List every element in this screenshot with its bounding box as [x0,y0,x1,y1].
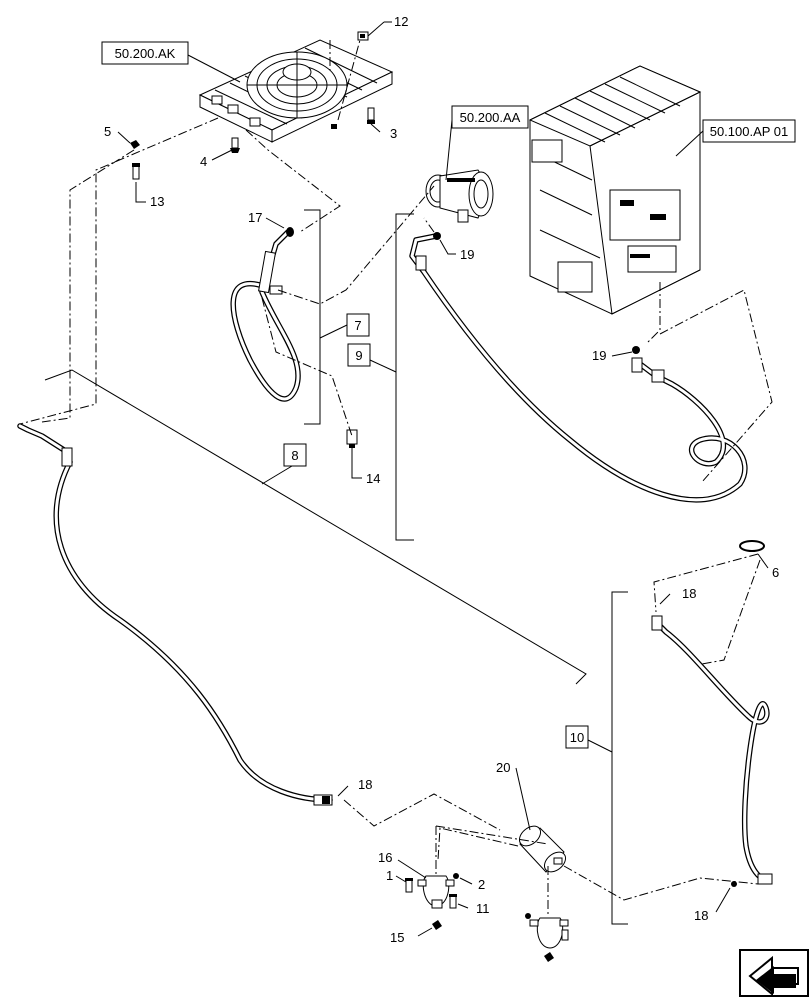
ref-box-condenser[interactable]: 50.200.AK [101,41,189,65]
callout-9: 9 [355,348,362,363]
callout-5[interactable]: 5 [104,124,111,139]
bolt-11 [449,894,457,909]
callout-16[interactable]: 16 [378,850,392,865]
hvac-unit[interactable] [528,65,702,315]
hose-10[interactable] [651,615,773,885]
hose-9[interactable] [409,233,748,503]
ref-box-compressor[interactable]: 50.200.AA [451,105,529,129]
ref-label-condenser: 50.200.AK [115,46,176,61]
bolt-13 [132,163,140,180]
compressor[interactable] [425,169,494,223]
next-page-arrow-icon[interactable] [739,949,809,997]
clip-12 [357,31,369,41]
o-ring-17 [286,227,294,237]
callout-15[interactable]: 15 [390,930,404,945]
fan-icon [246,51,348,119]
fastener [331,124,337,129]
o-ring-19-top [433,232,441,240]
callout-12[interactable]: 12 [394,14,408,29]
callout-3[interactable]: 3 [390,126,397,141]
callout-1[interactable]: 1 [386,868,393,883]
callout-4[interactable]: 4 [200,154,207,169]
nut-5 [130,140,140,149]
callout-10: 10 [570,730,584,745]
callout-13[interactable]: 13 [150,194,164,209]
callout-20[interactable]: 20 [496,760,510,775]
o-ring-19-right [632,346,640,354]
callout-2[interactable]: 2 [478,877,485,892]
nut-15 [432,920,442,930]
callout-19-top[interactable]: 19 [460,247,474,262]
ref-label-hvac: 50.100.AP 01 [710,124,789,139]
switch-14 [346,429,358,448]
callout-18-top-right[interactable]: 18 [682,586,696,601]
callout-8: 8 [291,448,298,463]
callout-box-9[interactable]: 9 [347,343,371,367]
callout-19-right[interactable]: 19 [592,348,606,363]
nut-2 [453,873,459,879]
bracket-lower [525,913,569,962]
callout-6[interactable]: 6 [772,565,779,580]
callout-11[interactable]: 11 [476,901,490,916]
callout-14[interactable]: 14 [366,471,380,486]
hose-8[interactable] [17,423,333,806]
hose-7[interactable] [230,229,301,402]
o-ring-18-bottom [731,881,737,887]
bolt-1 [405,878,413,893]
callout-18-left[interactable]: 18 [358,777,372,792]
bolt-4 [230,137,240,153]
condenser-assembly[interactable] [198,39,394,143]
callout-7: 7 [354,318,361,333]
callout-box-7[interactable]: 7 [346,313,370,337]
connection-lines [19,39,773,916]
callout-box-10[interactable]: 10 [565,725,589,749]
callout-18-bottom[interactable]: 18 [694,908,708,923]
callout-17[interactable]: 17 [248,210,262,225]
bracket-16 [417,875,455,909]
ref-box-hvac[interactable]: 50.100.AP 01 [702,119,796,143]
callout-box-8[interactable]: 8 [283,443,307,467]
ref-label-compressor: 50.200.AA [460,110,521,125]
bolt-3 [367,107,375,124]
receiver-drier[interactable] [516,822,570,876]
o-ring-6 [739,540,765,552]
